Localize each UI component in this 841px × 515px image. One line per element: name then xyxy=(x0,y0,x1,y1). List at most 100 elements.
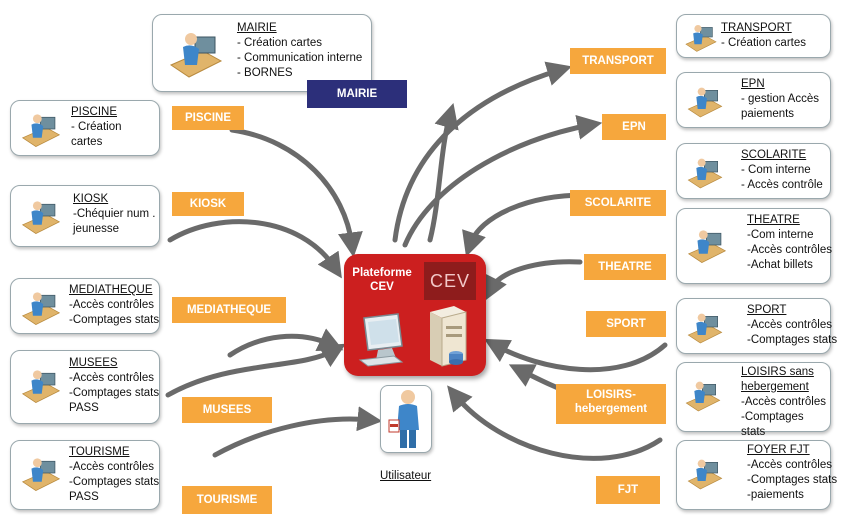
arrow-musees xyxy=(165,343,346,398)
tag-fjt: FJT xyxy=(596,476,660,504)
card-piscine-line: cartes xyxy=(71,136,103,148)
card-transport-title: TRANSPORT xyxy=(721,22,792,34)
tag-musees: MUSEES xyxy=(182,397,272,423)
card-mairie-line: - Création cartes xyxy=(237,37,323,49)
arrow-fjt xyxy=(447,385,663,461)
workstation-icon xyxy=(169,33,223,78)
card-theatre: THEATRE -Com interne -Accès contrôles -A… xyxy=(676,208,833,284)
tag-epn: EPN xyxy=(602,114,666,140)
computer-icon xyxy=(358,313,404,367)
workstation-icon xyxy=(687,230,727,264)
arrow-mediatheque xyxy=(227,328,344,358)
card-theatre-line: -Achat billets xyxy=(747,259,813,271)
arrow-tourisme xyxy=(212,406,383,458)
tag-piscine: PISCINE xyxy=(172,106,244,130)
card-mediatheque-line: -Comptages stats xyxy=(69,314,160,326)
card-theatre-line: -Com interne xyxy=(747,229,814,241)
card-mairie-line: - BORNES xyxy=(237,67,293,79)
arrow-epn xyxy=(402,115,603,248)
card-transport-line: - Création cartes xyxy=(721,37,807,49)
tag-loisirs: LOISIRS-hebergement xyxy=(556,384,666,424)
card-mairie-title: MAIRIE xyxy=(237,22,277,34)
card-sport-line: -Comptages stats xyxy=(747,334,838,346)
tag-sport: SPORT xyxy=(586,311,666,337)
workstation-icon xyxy=(687,87,723,118)
workstation-icon xyxy=(687,313,723,344)
tag-kiosk: KIOSK xyxy=(172,192,244,216)
card-loisirs-title: LOISIRS sans hebergement xyxy=(741,366,814,393)
card-fjt-title: FOYER FJT xyxy=(747,444,810,456)
tag-scolarite: SCOLARITE xyxy=(570,190,666,216)
arrow-sport xyxy=(484,338,668,373)
user-box xyxy=(380,385,432,453)
card-fjt-line: -Accès contrôles xyxy=(747,459,833,471)
card-fjt-line: -Comptages stats xyxy=(747,474,838,486)
card-mairie: MAIRIE - Création cartes - Communication… xyxy=(152,14,372,92)
card-kiosk: KIOSK -Chéquier num . jeunesse xyxy=(10,185,160,247)
card-kiosk-line: jeunesse xyxy=(73,223,120,235)
card-fjt-line: -paiements xyxy=(747,489,804,501)
arrow-piscine xyxy=(229,127,363,258)
card-kiosk-line: -Chéquier num . xyxy=(73,208,156,220)
card-tourisme-title: TOURISME xyxy=(69,446,130,458)
card-musees: MUSEES -Accès contrôles -Comptages stats… xyxy=(10,350,160,424)
card-piscine: PISCINE - Création cartes xyxy=(10,100,160,156)
card-mediatheque: MEDIATHEQUE -Accès contrôles -Comptages … xyxy=(10,278,160,334)
card-transport: TRANSPORT - Création cartes xyxy=(676,14,831,58)
cev-logo: CEV xyxy=(424,262,476,300)
card-sport-title: SPORT xyxy=(747,304,787,316)
arrow-scolarite xyxy=(462,192,588,257)
tag-tourisme: TOURISME xyxy=(182,486,272,514)
card-theatre-title: THEATRE xyxy=(747,214,800,226)
card-sport-line: -Accès contrôles xyxy=(747,319,833,331)
card-epn: EPN - gestion Accès paiements xyxy=(676,72,831,128)
tag-theatre: THEATRE xyxy=(584,254,666,280)
card-loisirs: LOISIRS sans hebergement -Accès contrôle… xyxy=(676,362,831,438)
card-musees-line: -Comptages stats xyxy=(69,387,160,399)
workstation-icon xyxy=(21,201,61,235)
card-scolarite-title: SCOLARITE xyxy=(741,149,807,161)
arrow-transport xyxy=(392,61,572,243)
arrow-theatre xyxy=(484,259,583,302)
card-theatre-line: -Accès contrôles xyxy=(747,244,833,256)
card-tourisme: TOURISME -Accès contrôles -Comptages sta… xyxy=(10,440,160,510)
tag-mediatheque: MEDIATHEQUE xyxy=(172,297,286,323)
card-tourisme-line: PASS xyxy=(69,491,99,503)
card-piscine-line: - Création xyxy=(71,121,122,133)
arrow-kiosk xyxy=(167,219,342,279)
card-scolarite-line: - Accès contrôle xyxy=(741,179,823,191)
workstation-icon xyxy=(21,292,61,326)
workstation-icon xyxy=(21,114,61,148)
hub-platform: Plateforme CEV CEV xyxy=(344,254,486,376)
card-musees-line: PASS xyxy=(69,402,99,414)
person-icon xyxy=(388,390,419,448)
tag-transport: TRANSPORT xyxy=(570,48,666,74)
card-piscine-title: PISCINE xyxy=(71,106,118,118)
card-mediatheque-title: MEDIATHEQUE xyxy=(69,284,153,296)
card-epn-title: EPN xyxy=(741,78,765,90)
tag-mairie: MAIRIE xyxy=(307,80,407,108)
card-scolarite-line: - Com interne xyxy=(741,164,811,176)
card-tourisme-line: -Accès contrôles xyxy=(69,461,155,473)
card-fjt: FOYER FJT -Accès contrôles -Comptages st… xyxy=(676,440,837,510)
card-tourisme-line: -Comptages stats xyxy=(69,476,160,488)
server-icon xyxy=(430,306,467,367)
workstation-icon xyxy=(21,458,61,492)
card-loisirs-line: -Comptages stats xyxy=(741,411,804,438)
card-musees-line: -Accès contrôles xyxy=(69,372,155,384)
card-mediatheque-line: -Accès contrôles xyxy=(69,299,155,311)
workstation-icon xyxy=(21,370,61,404)
card-mairie-line: - Communication interne xyxy=(237,52,363,64)
card-loisirs-line: -Accès contrôles xyxy=(741,396,827,408)
card-kiosk-title: KIOSK xyxy=(73,193,109,205)
workstation-icon xyxy=(687,459,723,490)
card-musees-title: MUSEES xyxy=(69,357,118,369)
workstation-icon xyxy=(687,158,723,189)
hub-title: Plateforme CEV xyxy=(352,267,412,293)
card-sport: SPORT -Accès contrôles -Comptages stats xyxy=(676,298,837,354)
card-epn-line: - gestion Accès xyxy=(741,93,819,105)
card-scolarite: SCOLARITE - Com interne - Accès contrôle xyxy=(676,143,831,199)
arrow-center-up xyxy=(427,102,459,243)
workstation-icon xyxy=(685,25,717,52)
user-label: Utilisateur xyxy=(380,470,432,482)
